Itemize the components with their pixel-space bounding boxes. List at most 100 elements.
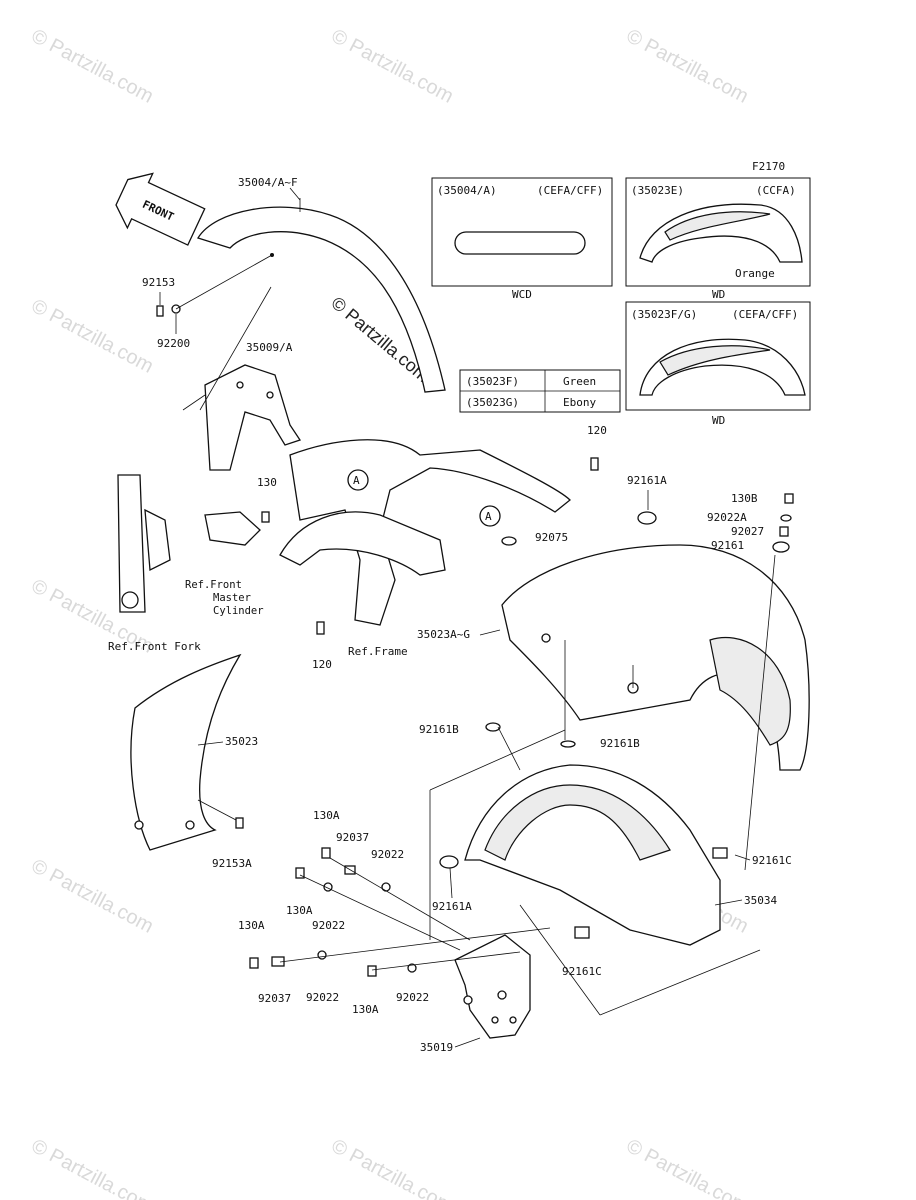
part-label: 92161A [432,900,472,913]
inset-caption: WD [712,414,725,427]
washer-icon [780,514,792,522]
part-label: 130A [352,1003,379,1016]
front-arrow-icon: FRONT [115,172,206,246]
watermark: © Partzilla.com [28,295,157,378]
inset-color-label: Orange [735,267,775,280]
rear-fender-part: A [479,505,810,771]
bolt-icon [590,457,599,471]
callout-A: A [353,474,360,487]
part-label: 92022A [707,511,747,524]
part-label: 130A [238,919,265,932]
ref-label: Ref.Front Fork [108,640,201,653]
washer-icon [317,950,327,960]
watermark: © Partzilla.com [328,1135,457,1200]
ref-label: Ref.Front [185,579,242,591]
callout-A: A [485,510,492,523]
pad-icon [485,722,501,732]
part-label: 130 [257,476,277,489]
part-label: 92161B [600,737,640,750]
ref-label: Master [213,592,251,604]
part-label: 35009/A [246,341,293,354]
part-label: 130A [286,904,313,917]
part-label: 92161C [562,965,602,978]
inset-35023E: (35023E) (CCFA) Orange WD [625,177,811,301]
frame-part: A [279,439,571,626]
grommet-icon [637,511,657,525]
watermark: © Partzilla.com [28,855,157,938]
part-label: 92027 [731,525,764,538]
part-label: 35004/A~F [238,176,298,189]
watermark: © Partzilla.com [28,25,157,108]
rear-fender-frame-part [464,764,721,946]
inset-region: (CEFA/CFF) [732,308,798,321]
watermark: © Partzilla.com [28,1135,157,1200]
bolt-icon [156,254,273,334]
part-label: 92022 [396,991,429,1004]
watermark: © Partzilla.com [623,1135,752,1200]
collar-icon [779,526,789,537]
front-fork-part [117,474,171,613]
color-name: Green [563,375,596,388]
part-label: 130B [731,492,758,505]
part-label: 92161A [627,474,667,487]
part-label: 130A [313,809,340,822]
fender-bracket-part [182,286,302,471]
bolt-icon [295,867,305,879]
inset-caption: WD [712,288,725,301]
inner-fender-part [130,653,242,851]
bolt-icon [321,847,331,859]
master-cylinder-bracket [204,511,261,546]
watermark: © Partzilla.com [623,25,752,108]
part-label: 120 [587,424,607,437]
ref-label: Cylinder [213,605,264,617]
color-name: Ebony [563,396,596,409]
inset-35023FG: (35023F/G) (CEFA/CFF) WD [625,301,811,427]
bolt-icon [249,957,259,969]
pad-icon [560,740,576,748]
part-label: 92161B [419,723,459,736]
part-label: 92022 [371,848,404,861]
inset-code: (35004/A) [437,184,497,197]
ref-label: Ref.Frame [348,645,408,658]
grommet-icon [501,536,517,546]
bolt-icon [235,817,244,829]
cushion-icon [574,926,590,939]
watermark: © Partzilla.com [328,25,457,108]
part-label: 92161 [711,539,744,552]
part-label: 92037 [258,992,291,1005]
license-bracket-part [454,934,531,1039]
part-label: 92161C [752,854,792,867]
color-table: (35023F) Green (35023G) Ebony [459,369,621,413]
part-label: 92037 [336,831,369,844]
part-label: 35023 [225,735,258,748]
part-label: 92200 [157,337,190,350]
inset-caption: WCD [512,288,532,301]
inset-region: (CCFA) [756,184,796,197]
part-label: 92022 [312,919,345,932]
decal-strip-icon [454,231,586,255]
part-label: 120 [312,658,332,671]
figure-code: F2170 [752,160,785,173]
leader-lines [197,490,776,1048]
part-label: 92153 [142,276,175,289]
part-label: 92075 [535,531,568,544]
cushion-icon [712,847,728,859]
part-label: 92153A [212,857,252,870]
washer-icon [381,882,391,892]
bolt-icon [367,965,377,977]
inset-35004: (35004/A) (CEFA/CFF) WCD [431,177,613,301]
part-label: 35034 [744,894,777,907]
washer-icon [407,963,417,973]
color-code: (35023F) [466,375,519,388]
part-label: 35023A~G [417,628,470,641]
inset-region: (CEFA/CFF) [537,184,603,197]
part-label: 92022 [306,991,339,1004]
grommet-icon [439,855,459,869]
inset-code: (35023E) [631,184,684,197]
fender-decal-icon [639,203,803,263]
grommet-icon [772,541,790,553]
bolt-icon [261,511,270,523]
color-code: (35023G) [466,396,519,409]
bolt-icon [316,621,325,635]
